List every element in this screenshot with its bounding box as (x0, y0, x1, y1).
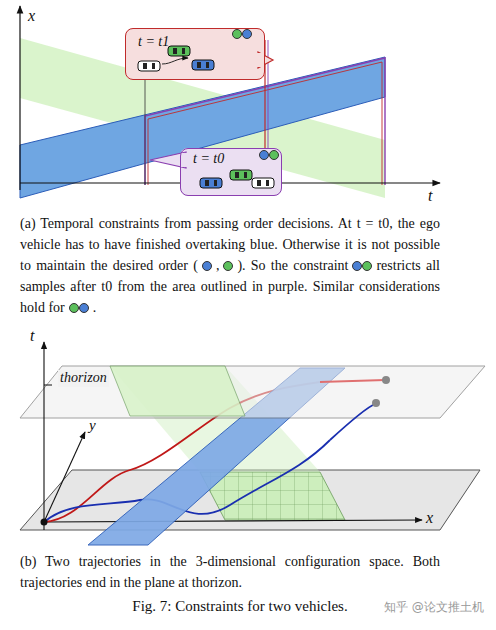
subcaption-text: , (216, 258, 220, 273)
time-label: t = t0 (193, 151, 224, 167)
subcaption: (b) Two trajectories in the 3-dimensiona… (20, 551, 440, 593)
callout-box: t = t0 (180, 148, 282, 196)
subcaption: (a) Temporal constraints from passing or… (20, 213, 440, 318)
axis-label: x (28, 6, 35, 25)
figure-caption: Fig. 7: Constraints for two vehicles. (132, 597, 347, 615)
order-icon (201, 260, 213, 272)
order-icon (222, 260, 234, 272)
watermark: 知乎 @论文推土机 (384, 600, 484, 614)
order-icon (351, 260, 373, 272)
horizon-label: thorizon (58, 370, 109, 387)
subcaption-text: . (93, 300, 97, 315)
axis-label: t (428, 186, 432, 205)
configuration-space-3d (20, 342, 485, 545)
order-icon (68, 302, 90, 314)
axis-label: y (89, 416, 96, 434)
time-space-plot (20, 6, 440, 198)
subcaption-text: ). So the constraint (237, 258, 348, 273)
axis-label: x (426, 508, 433, 527)
time-label: t = t1 (138, 34, 169, 50)
callout-box: t = t1 (125, 28, 265, 80)
axis-label: t (30, 326, 34, 345)
